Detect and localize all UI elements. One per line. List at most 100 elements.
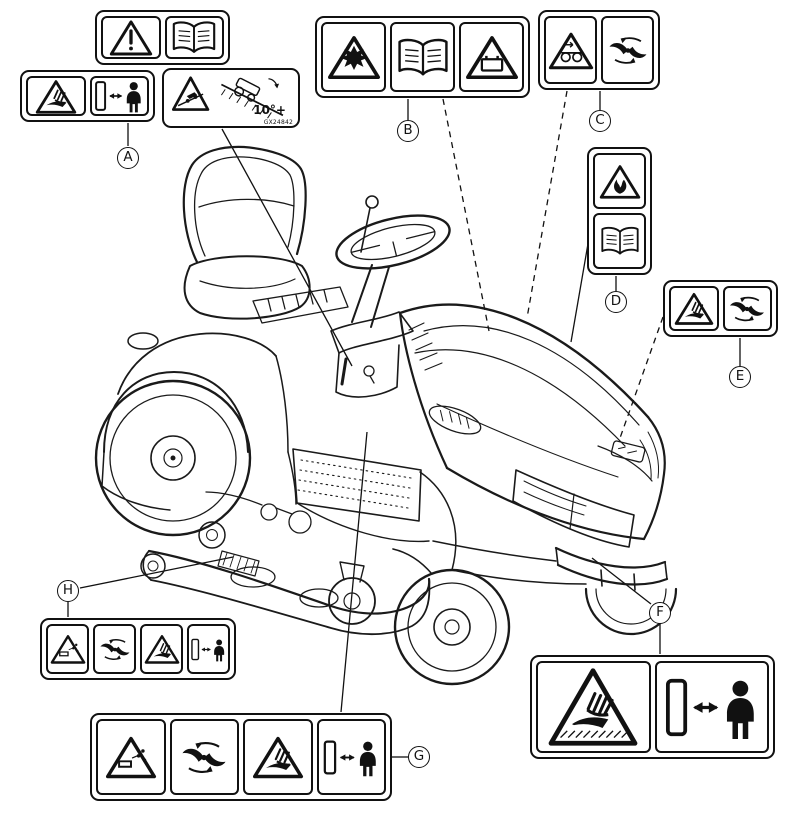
leader-slope — [221, 128, 353, 367]
cut-hazard-cell — [243, 719, 313, 795]
callout-a: A — [117, 147, 139, 169]
console — [330, 311, 414, 398]
rotating-blades-icon — [181, 740, 227, 774]
keep-distance-icon — [191, 638, 225, 662]
safety-label-a — [20, 70, 155, 122]
callout-letter-c: C — [595, 112, 605, 129]
seat-base-plate — [252, 286, 349, 324]
leader-lines — [67, 90, 741, 758]
safety-label-f — [530, 655, 775, 759]
battery-hazard-cell — [459, 22, 524, 92]
leader-e — [619, 316, 664, 439]
keep-away-cell — [89, 76, 149, 116]
read-operators-manual-icon — [600, 226, 639, 255]
callout-letter-b: B — [403, 122, 413, 139]
manual-cell — [164, 16, 224, 59]
warning-triangle-cell — [101, 16, 161, 59]
leader-h — [79, 556, 234, 589]
callout-e: E — [729, 366, 751, 388]
blade-contact-hazard-cell — [536, 661, 651, 753]
frame — [287, 451, 587, 585]
callout-g: G — [408, 746, 430, 768]
leader-g — [340, 431, 368, 713]
callout-f: F — [649, 602, 671, 624]
fire-hazard-icon — [599, 164, 640, 199]
manual-cell — [390, 22, 455, 92]
read-operators-manual-icon — [397, 38, 448, 75]
label-part-code: GX24842 — [263, 119, 293, 126]
cut-hazard-cell — [26, 76, 86, 116]
hand-cut-hazard-icon — [252, 736, 303, 779]
cut-hazard-cell — [140, 624, 183, 674]
thrown-objects-hazard-icon — [105, 736, 156, 779]
rotating-blades-icon — [608, 36, 647, 64]
mower-deck — [140, 502, 431, 636]
belt-pinch-hazard-icon — [548, 32, 593, 69]
leader-d — [570, 237, 590, 343]
safety-label-e — [663, 280, 778, 337]
callout-h: H — [57, 580, 79, 602]
warning-alert-triangle-icon — [109, 20, 153, 56]
thrown-objects-cell — [96, 719, 166, 795]
rotating-blades-cell — [93, 624, 136, 674]
front-bumper — [554, 546, 669, 591]
safety-label-warn-book — [95, 10, 230, 65]
blade-contact-hazard-icon — [545, 665, 641, 749]
seat — [182, 145, 311, 320]
explosion-hazard-cell — [321, 22, 386, 92]
thrown-objects-hazard-icon — [50, 635, 85, 664]
footrest — [292, 448, 422, 522]
keep-distance-cell — [654, 661, 769, 753]
leader-b — [442, 98, 490, 332]
battery-hazard-icon — [465, 36, 518, 80]
steering-wheel — [335, 214, 451, 328]
keep-distance-cell — [316, 719, 386, 795]
fuel-cap — [127, 332, 159, 350]
callout-letter-f: F — [656, 604, 664, 621]
hand-cut-hazard-icon — [674, 293, 714, 325]
rotating-blades-cell — [169, 719, 239, 795]
rear-fender — [101, 332, 289, 511]
fire-hazard-cell — [593, 153, 646, 209]
grille-headlights — [512, 431, 659, 548]
manual-cell — [593, 213, 646, 269]
rear-wheel — [94, 379, 252, 537]
hand-cut-hazard-icon — [35, 79, 76, 114]
callout-letter-a: A — [123, 149, 133, 166]
read-operators-manual-icon — [172, 21, 216, 53]
tractor-illustration — [94, 145, 678, 686]
slope-degree-text: 10°+ — [253, 103, 286, 117]
keep-distance-icon — [665, 678, 756, 741]
safety-label-d — [587, 147, 652, 275]
callout-letter-g: G — [413, 748, 425, 765]
hood — [398, 303, 666, 541]
keep-bystanders-away-icon — [95, 81, 142, 114]
keep-distance-cell — [187, 624, 230, 674]
keep-distance-icon — [323, 739, 378, 777]
callout-letter-h: H — [62, 582, 74, 599]
cut-hazard-cell — [669, 286, 719, 331]
rotating-blades-icon — [729, 295, 766, 322]
safety-label-g — [90, 713, 392, 801]
callout-d: D — [605, 291, 627, 313]
rotating-blades-icon — [99, 638, 130, 660]
explosion-hazard-icon — [327, 36, 380, 80]
rotating-blades-cell — [601, 16, 654, 84]
callout-letter-d: D — [610, 293, 622, 310]
leader-c — [526, 90, 568, 319]
belt-drive — [205, 491, 312, 534]
safety-label-slope: 10°+ GX24842 — [162, 68, 300, 128]
hand-cut-hazard-icon — [144, 635, 179, 664]
safety-label-b — [315, 16, 530, 98]
safety-label-h — [40, 618, 236, 680]
thrown-objects-cell — [46, 624, 89, 674]
leader-f — [591, 557, 652, 605]
callout-letter-e: E — [735, 368, 745, 385]
rotating-blades-cell — [722, 286, 772, 331]
safety-label-c — [538, 10, 660, 90]
callout-c: C — [589, 110, 611, 132]
callout-b: B — [397, 120, 419, 142]
front-wheel — [392, 548, 511, 686]
